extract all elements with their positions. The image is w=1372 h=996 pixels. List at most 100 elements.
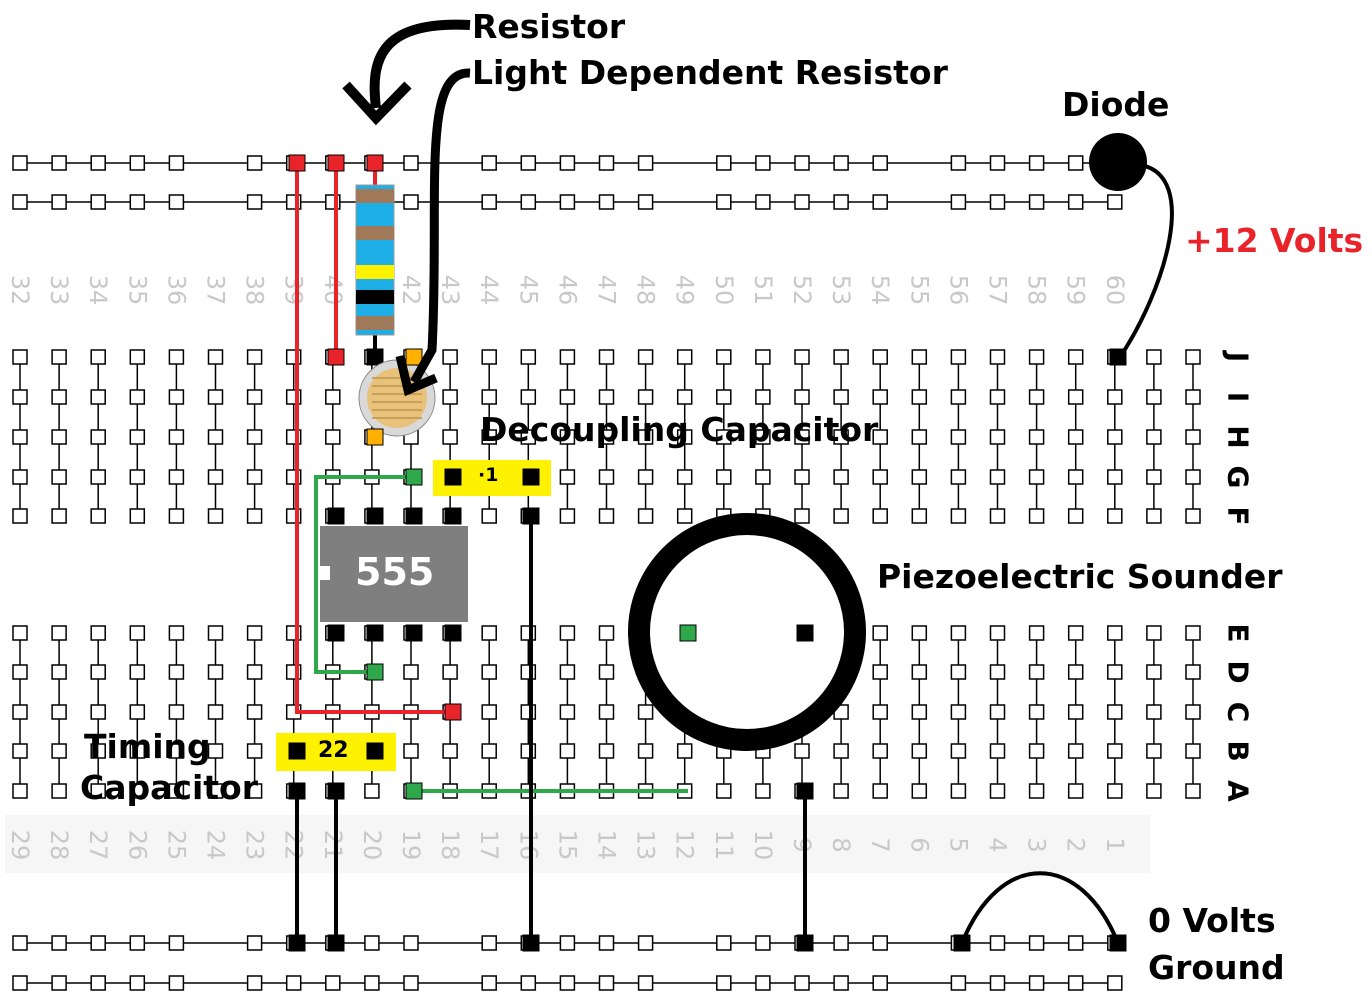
hole bbox=[12, 783, 28, 799]
hole bbox=[676, 349, 693, 365]
bottom-rail-second-hole bbox=[12, 975, 28, 991]
timing-capacitor-pin bbox=[366, 742, 384, 760]
hole bbox=[246, 625, 263, 641]
hole bbox=[481, 349, 497, 365]
hole bbox=[51, 783, 67, 799]
top-column-number: 55 bbox=[905, 275, 933, 306]
row-letter: I bbox=[1222, 392, 1255, 402]
top-rail-second-hole bbox=[1028, 194, 1045, 210]
top-column-number: 54 bbox=[866, 275, 894, 306]
hole bbox=[676, 508, 693, 524]
bottom-rail-ground-hole bbox=[364, 935, 380, 951]
ldr-pin bbox=[405, 348, 423, 366]
bottom-column-number: 29 bbox=[6, 830, 34, 861]
chip-body bbox=[320, 526, 468, 622]
bottom-column-number: 22 bbox=[280, 830, 308, 861]
decoupling-capacitor-label: Decoupling Capacitor bbox=[480, 410, 879, 449]
hole bbox=[1185, 743, 1201, 759]
signal-wire-end bbox=[366, 663, 384, 681]
signal-wire-end bbox=[405, 468, 423, 486]
top-column-number: 47 bbox=[593, 275, 621, 306]
hole bbox=[520, 704, 537, 720]
top-rail-positive-hole bbox=[598, 155, 615, 171]
hole bbox=[559, 469, 576, 485]
hole bbox=[989, 704, 1006, 720]
hole bbox=[12, 704, 28, 720]
hole bbox=[833, 783, 849, 799]
hole bbox=[1028, 664, 1045, 680]
top-rail-second-hole bbox=[872, 194, 888, 210]
ground-wire-end bbox=[522, 934, 540, 952]
hole bbox=[1107, 469, 1123, 485]
hole bbox=[794, 508, 810, 524]
top-rail-positive-hole bbox=[403, 155, 419, 171]
bottom-column-number: 15 bbox=[553, 830, 581, 861]
top-rail-positive-hole bbox=[1028, 155, 1045, 171]
hole bbox=[1028, 625, 1045, 641]
bottom-column-number: 25 bbox=[162, 830, 190, 861]
power-wire-to-pin4 bbox=[295, 163, 453, 714]
ldr-pin bbox=[366, 428, 384, 446]
chip-label: 555 bbox=[355, 550, 435, 594]
hole bbox=[1067, 743, 1084, 759]
bottom-rail-ground-hole bbox=[51, 935, 67, 951]
ldr-window bbox=[367, 368, 427, 428]
top-column-number: 45 bbox=[514, 275, 542, 306]
hole bbox=[481, 429, 497, 445]
hole bbox=[520, 429, 537, 445]
bottom-column-number: 23 bbox=[241, 830, 269, 861]
bottom-rail-second-hole bbox=[325, 975, 341, 991]
bottom-rail-ground-hole bbox=[872, 935, 888, 951]
ground-link-end bbox=[953, 934, 971, 952]
top-rail-positive-hole bbox=[51, 155, 67, 171]
hole bbox=[90, 704, 106, 720]
top-column-number: 32 bbox=[6, 275, 34, 306]
top-rail-positive-hole bbox=[520, 155, 537, 171]
hole bbox=[1146, 704, 1162, 720]
hole bbox=[1146, 429, 1162, 445]
row-letter: C bbox=[1222, 702, 1255, 723]
top-column-number: 53 bbox=[827, 275, 855, 306]
hole bbox=[129, 469, 146, 485]
top-rail-positive-hole bbox=[12, 155, 28, 171]
bottom-column-number: 9 bbox=[788, 837, 816, 852]
bottom-column-number: 16 bbox=[514, 830, 542, 861]
hole bbox=[207, 389, 224, 405]
hole bbox=[637, 429, 654, 445]
hole bbox=[833, 469, 849, 485]
resistor-pointer-arrow bbox=[369, 19, 471, 109]
top-rail-positive-hole bbox=[989, 155, 1006, 171]
bottom-column-number: 6 bbox=[905, 837, 933, 852]
chip-pin-top bbox=[405, 507, 423, 525]
top-column-number: 33 bbox=[45, 275, 73, 306]
hole bbox=[1107, 664, 1123, 680]
hole bbox=[676, 743, 693, 759]
ground-label: Ground bbox=[1148, 948, 1285, 987]
hole bbox=[872, 429, 888, 445]
hole bbox=[1028, 469, 1045, 485]
bottom-column-number: 26 bbox=[123, 830, 151, 861]
hole bbox=[51, 389, 67, 405]
hole bbox=[1107, 783, 1123, 799]
hole bbox=[1146, 743, 1162, 759]
hole bbox=[1028, 429, 1045, 445]
hole bbox=[1107, 508, 1123, 524]
top-rail-second-hole bbox=[12, 194, 28, 210]
ground-wire-end bbox=[327, 934, 345, 952]
hole bbox=[637, 389, 654, 405]
hole bbox=[1185, 469, 1201, 485]
hole bbox=[364, 783, 380, 799]
chip-pin-top bbox=[327, 507, 345, 525]
bottom-rail-second-hole bbox=[51, 975, 67, 991]
hole bbox=[598, 508, 615, 524]
top-rail-second-hole bbox=[1067, 194, 1084, 210]
hole bbox=[168, 783, 185, 799]
ldr-pointer-arrowhead bbox=[395, 354, 438, 397]
hole bbox=[559, 349, 576, 365]
bottom-rail-second-hole bbox=[716, 975, 732, 991]
bottom-rail-ground-hole bbox=[481, 935, 497, 951]
hole bbox=[481, 508, 497, 524]
power-wire-end bbox=[444, 703, 462, 721]
hole bbox=[1185, 664, 1201, 680]
